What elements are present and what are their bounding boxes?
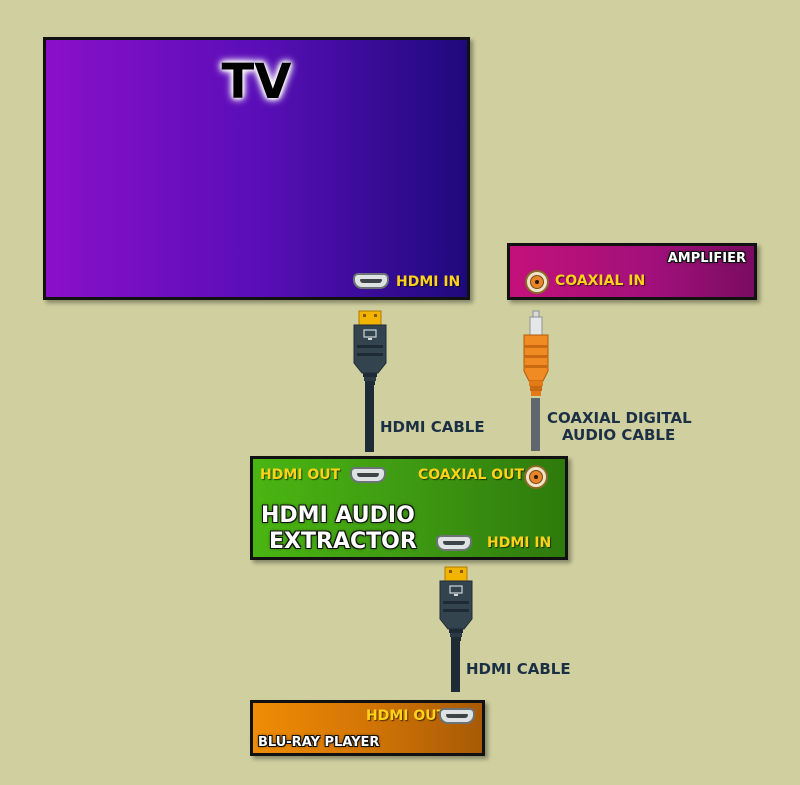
hdmi-port-icon bbox=[436, 535, 472, 551]
coaxial-cable-label-line2: AUDIO CABLE bbox=[562, 426, 676, 444]
extractor-hdmi-out-label: HDMI OUT bbox=[260, 467, 341, 483]
bluray-title: BLU-RAY PLAYER bbox=[258, 735, 380, 750]
tv-title: TV bbox=[221, 54, 292, 110]
hdmi-plug-icon bbox=[353, 310, 387, 385]
extractor-title-line1: HDMI AUDIO bbox=[261, 503, 415, 528]
extractor-hdmi-in-label: HDMI IN bbox=[487, 535, 552, 551]
coaxial-port-icon bbox=[525, 270, 549, 294]
hdmi-audio-extractor-box: HDMI OUT COAXIAL OUT HDMI AUDIO EXTRACTO… bbox=[250, 456, 568, 560]
amplifier-title: AMPLIFIER bbox=[667, 251, 746, 266]
hdmi-cable-1-label: HDMI CABLE bbox=[380, 418, 485, 436]
rca-plug-icon bbox=[523, 310, 549, 396]
hdmi-plug-icon bbox=[439, 566, 473, 641]
hdmi-cable-2-wire bbox=[451, 628, 460, 692]
extractor-title-line2: EXTRACTOR bbox=[269, 529, 417, 554]
hdmi-port-icon bbox=[439, 708, 475, 724]
hdmi-port-icon bbox=[350, 467, 386, 483]
blu-ray-player-box: HDMI OUT BLU-RAY PLAYER bbox=[250, 700, 485, 756]
hdmi-cable-1-wire bbox=[365, 372, 374, 452]
extractor-coaxial-out-label: COAXIAL OUT bbox=[418, 467, 525, 483]
tv-hdmi-in-label: HDMI IN bbox=[396, 274, 461, 290]
hdmi-port-icon bbox=[353, 273, 389, 289]
coaxial-port-icon bbox=[524, 465, 548, 489]
tv-box: TV HDMI IN bbox=[43, 37, 470, 300]
hdmi-cable-2-label: HDMI CABLE bbox=[466, 660, 571, 678]
coaxial-cable-label-line1: COAXIAL DIGITAL bbox=[547, 409, 692, 427]
coaxial-cable-wire bbox=[531, 398, 540, 451]
amplifier-coaxial-in-label: COAXIAL IN bbox=[555, 273, 646, 289]
amplifier-box: AMPLIFIER COAXIAL IN bbox=[507, 243, 757, 300]
bluray-hdmi-out-label: HDMI OUT bbox=[366, 708, 447, 724]
